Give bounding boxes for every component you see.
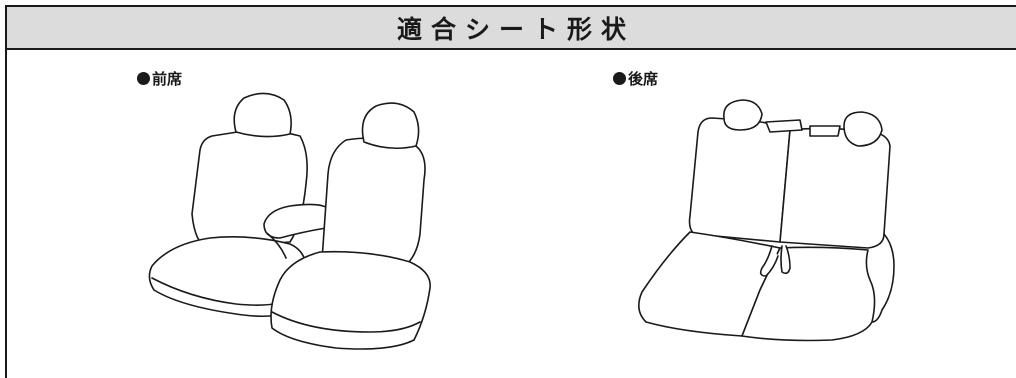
rear-seat-label-text: 後席 xyxy=(628,70,659,88)
front-seat-label-text: 前席 xyxy=(152,70,183,88)
rear-seat-illustration xyxy=(638,99,895,342)
frame-border xyxy=(5,5,1016,378)
bullet-dot-icon xyxy=(137,72,150,85)
front-seat-illustration xyxy=(148,92,431,350)
header-bar: 適合シート形状 xyxy=(7,7,1016,50)
page-title: 適合シート形状 xyxy=(396,14,635,44)
bullet-dot-icon xyxy=(613,72,626,85)
front-seat-label: 前席 xyxy=(137,68,182,89)
rear-seat-label: 後席 xyxy=(613,68,658,89)
